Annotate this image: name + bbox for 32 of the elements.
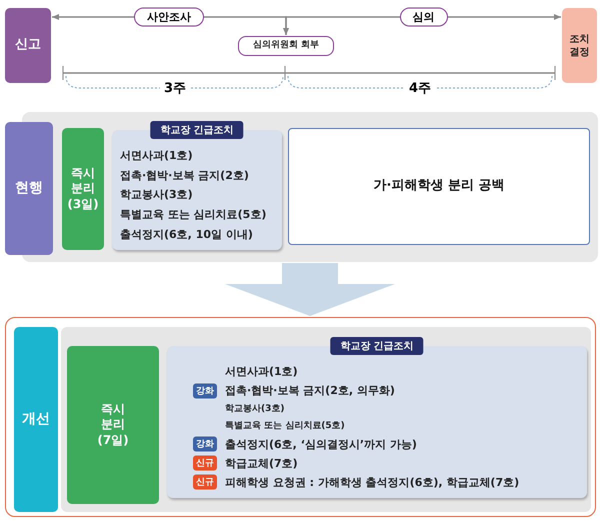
down-arrow [225, 263, 395, 316]
measure-text: 출석정지(6호, 10일 이내) [120, 226, 253, 242]
measure-text: 출석정지(6호, ‘심의결정시’까지 가능) [225, 436, 417, 452]
status-badge: 강화 [193, 436, 217, 452]
measure-text: 학교봉사(3호) [225, 403, 284, 416]
measure-text: 특별교육 또는 심리치료(5호) [120, 207, 266, 222]
status-badge: 신규 [193, 456, 217, 471]
measure-text: 특별교육 또는 심리치료(5호) [225, 420, 345, 432]
measure-text: 피해학생 요청권 : 가해학생 출석정지(6호), 학급교체(7호) [225, 474, 520, 490]
separation-box: 즉시 분리 (3일) [62, 128, 104, 250]
measure-text: 학급교체(7호) [225, 456, 298, 471]
panel-background [61, 327, 591, 512]
status-badge: 신규 [193, 474, 217, 490]
panel-frame [5, 317, 596, 517]
status-badge: 강화 [193, 383, 217, 398]
stage-box: 신고 [5, 8, 51, 83]
milestone-pill: 심의위원회 회부 [238, 36, 334, 56]
heading-banner: 학교장 긴급조치 [330, 337, 424, 355]
edge-label: 사안조사 [134, 8, 204, 26]
gap-box: 가·피해학생 분리 공백 [288, 128, 590, 245]
separation-box: 즉시 분리 (7일) [67, 346, 159, 504]
stage-box: 조치 결정 [562, 8, 597, 83]
measure-text: 서면사과(1호) [225, 364, 298, 380]
category-tab: 개선 [14, 327, 58, 512]
measure-text: 접촉·협박·보복 금지(2호) [120, 168, 249, 183]
measure-text: 서면사과(1호) [120, 148, 193, 164]
measure-text: 학교봉사(3호) [120, 187, 193, 202]
measure-text: 접촉·협박·보복 금지(2호, 의무화) [225, 383, 395, 398]
edge-label: 심의 [400, 8, 448, 26]
category-tab: 현행 [5, 122, 53, 255]
duration-label: 3주 [160, 79, 190, 97]
heading-banner: 학교장 긴급조치 [150, 121, 244, 139]
